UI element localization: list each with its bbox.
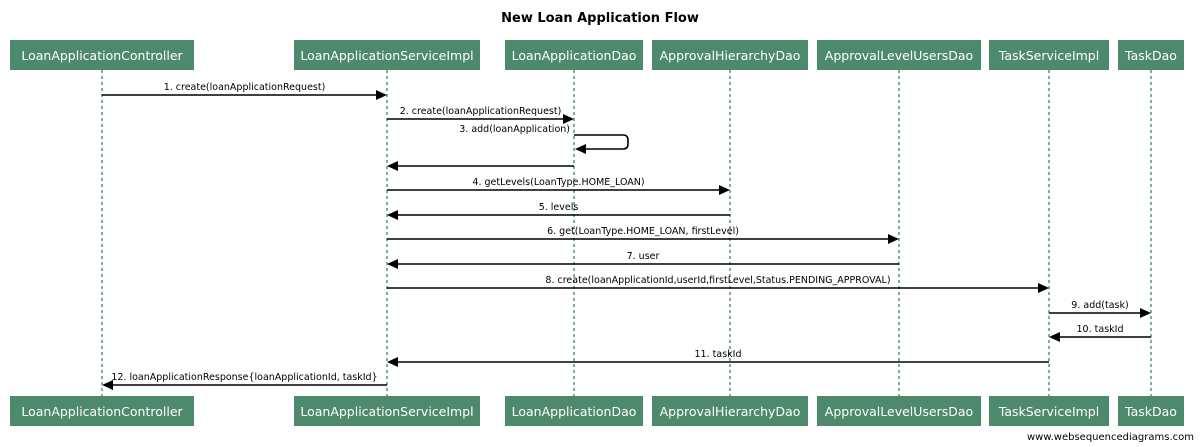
arrowhead: [1140, 308, 1151, 318]
message-3: 3. add(loanApplication): [459, 124, 629, 154]
participant-rect: [989, 396, 1109, 426]
arrowhead: [563, 114, 574, 124]
participant-label: LoanApplicationDao: [512, 48, 637, 63]
participant-rect: [652, 40, 808, 70]
participants-top: LoanApplicationController LoanApplication…: [10, 40, 1184, 70]
participant-label: TaskDao: [1124, 404, 1177, 419]
arrowhead: [888, 234, 899, 244]
participant-rect: [294, 40, 480, 70]
message-label: 10. taskId: [1077, 324, 1124, 335]
participant-label: TaskServiceImpl: [998, 404, 1099, 419]
participant-label: ApprovalHierarchyDao: [660, 404, 801, 419]
participant-label: ApprovalHierarchyDao: [660, 48, 801, 63]
arrowhead: [1049, 332, 1060, 342]
message-7: 6. get(LoanType.HOME_LOAN, firstLevel): [387, 226, 899, 244]
participant-rect: [1118, 396, 1184, 426]
message-1: 1. create(loanApplicationRequest): [102, 82, 387, 100]
participant-rect: [652, 396, 808, 426]
arrowhead: [1038, 283, 1049, 293]
arrowhead: [387, 210, 398, 220]
participant-label: TaskServiceImpl: [998, 48, 1099, 63]
message-label: 12. loanApplicationResponse{loanApplicat…: [111, 372, 377, 383]
arrowhead: [387, 161, 398, 171]
participant-label: LoanApplicationDao: [512, 404, 637, 419]
arrowhead: [387, 259, 398, 269]
arrowhead: [387, 357, 398, 367]
message-2: 2. create(loanApplicationRequest): [387, 106, 574, 124]
participant-rect: [294, 396, 480, 426]
message-label: 11. taskId: [695, 349, 742, 360]
message-label: 6. get(LoanType.HOME_LOAN, firstLevel): [547, 226, 739, 237]
message-13: 12. loanApplicationResponse{loanApplicat…: [102, 372, 387, 390]
participant-rect: [10, 40, 194, 70]
messages: 1. create(loanApplicationRequest) 2. crea…: [102, 82, 1151, 390]
message-4: [387, 161, 574, 171]
message-label: 5. levels: [539, 202, 579, 213]
participant-box: ApprovalHierarchyDao: [652, 40, 808, 70]
participant-label: LoanApplicationController: [21, 404, 183, 419]
participant-rect: [505, 396, 643, 426]
message-8: 7. user: [387, 251, 899, 269]
message-10: 9. add(task): [1049, 300, 1151, 318]
participant-box: LoanApplicationServiceImpl: [294, 40, 480, 70]
message-9: 8. create(loanApplicationId,userId,first…: [387, 275, 1049, 293]
participant-rect: [817, 40, 981, 70]
participant-rect: [505, 40, 643, 70]
participant-box: TaskServiceImpl: [989, 396, 1109, 426]
participant-label: LoanApplicationServiceImpl: [300, 48, 473, 63]
participant-label: ApprovalLevelUsersDao: [825, 404, 973, 419]
message-label: 3. add(loanApplication): [459, 124, 570, 135]
footer-watermark: www.websequencediagrams.com: [1027, 432, 1194, 443]
message-label: 1. create(loanApplicationRequest): [164, 82, 326, 93]
message-6: 5. levels: [387, 202, 730, 220]
arrowhead: [719, 185, 730, 195]
participant-label: ApprovalLevelUsersDao: [825, 48, 973, 63]
participant-box: TaskServiceImpl: [989, 40, 1109, 70]
arrowhead: [102, 380, 113, 390]
participant-rect: [10, 396, 194, 426]
participant-box: TaskDao: [1118, 40, 1184, 70]
participant-box: ApprovalHierarchyDao: [652, 396, 808, 426]
message-label: 4. getLevels(LoanType.HOME_LOAN): [472, 177, 644, 188]
participant-rect: [1118, 40, 1184, 70]
participant-box: ApprovalLevelUsersDao: [817, 40, 981, 70]
message-line: [574, 134, 629, 150]
arrowhead: [575, 144, 586, 154]
participant-box: LoanApplicationDao: [505, 40, 643, 70]
message-label: 9. add(task): [1071, 300, 1128, 311]
participant-box: LoanApplicationController: [10, 396, 194, 426]
message-label: 7. user: [627, 251, 660, 262]
participant-box: ApprovalLevelUsersDao: [817, 396, 981, 426]
participant-box: LoanApplicationServiceImpl: [294, 396, 480, 426]
message-5: 4. getLevels(LoanType.HOME_LOAN): [387, 177, 730, 195]
diagram-title: New Loan Application Flow: [501, 11, 699, 26]
arrowhead: [376, 90, 387, 100]
message-label: 8. create(loanApplicationId,userId,first…: [545, 275, 890, 286]
message-11: 10. taskId: [1049, 324, 1151, 342]
participant-box: TaskDao: [1118, 396, 1184, 426]
message-label: 2. create(loanApplicationRequest): [400, 106, 562, 117]
participant-label: LoanApplicationServiceImpl: [300, 404, 473, 419]
participant-label: TaskDao: [1124, 48, 1177, 63]
lifelines: [101, 70, 1152, 396]
participant-label: LoanApplicationController: [21, 48, 183, 63]
message-12: 11. taskId: [387, 349, 1049, 367]
participant-box: LoanApplicationController: [10, 40, 194, 70]
participant-rect: [817, 396, 981, 426]
participant-box: LoanApplicationDao: [505, 396, 643, 426]
participant-rect: [989, 40, 1109, 70]
participants-bottom: LoanApplicationController LoanApplication…: [10, 396, 1184, 426]
